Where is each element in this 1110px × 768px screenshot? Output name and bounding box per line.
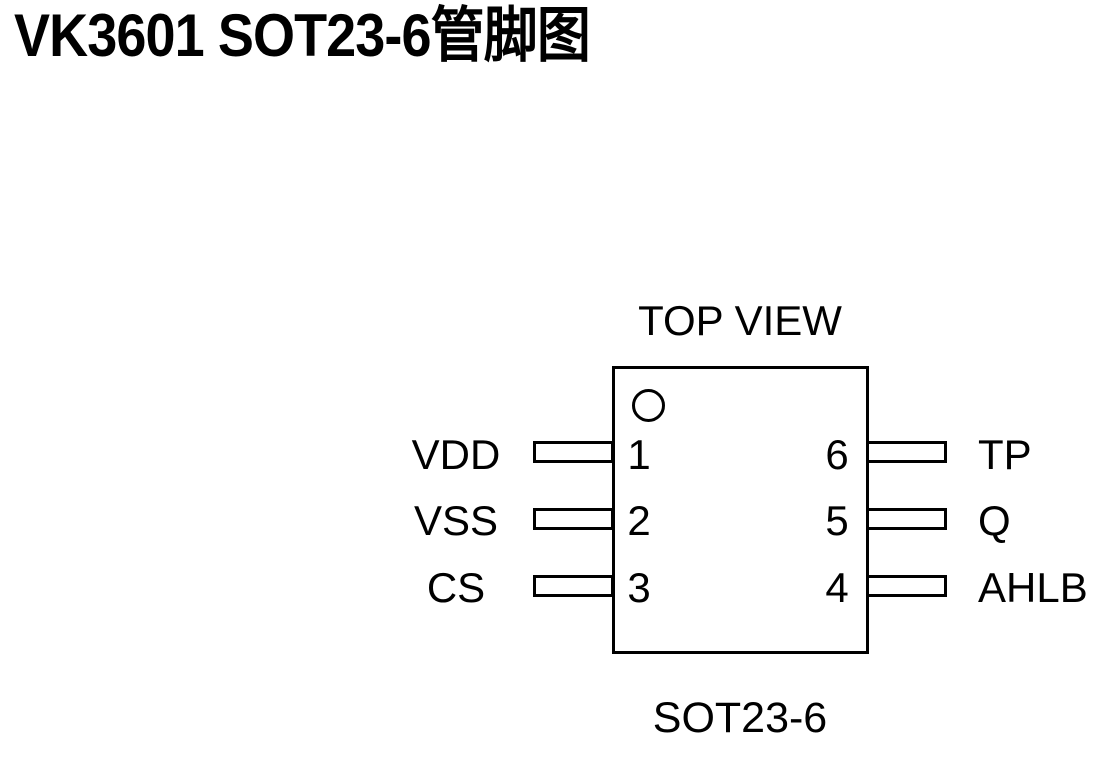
pin-lead-6: [866, 441, 947, 463]
pin-label-ahlb: AHLB: [978, 564, 1088, 611]
pin-lead-5: [866, 508, 947, 530]
pin-lead-3: [533, 575, 614, 597]
pin-number-3: 3: [627, 564, 651, 611]
pin-number-5: 5: [825, 497, 849, 544]
pin-lead-1: [533, 441, 614, 463]
package-label: SOT23-6: [652, 694, 828, 742]
pin-number-1: 1: [627, 431, 651, 478]
top-view-label: TOP VIEW: [638, 297, 842, 344]
pin-lead-2: [533, 508, 614, 530]
pin-label-vdd: VDD: [411, 431, 501, 478]
pin-label-q: Q: [978, 497, 1011, 544]
pin-number-2: 2: [627, 497, 651, 544]
pin-number-4: 4: [825, 564, 849, 611]
pin-label-tp: TP: [978, 431, 1032, 478]
pin-lead-4: [866, 575, 947, 597]
pin-number-6: 6: [825, 431, 849, 478]
page-title: VK3601 SOT23-6管脚图: [14, 2, 591, 69]
pin-label-vss: VSS: [413, 497, 499, 544]
pin-label-cs: CS: [426, 564, 486, 611]
pin1-indicator-circle: [632, 389, 665, 422]
